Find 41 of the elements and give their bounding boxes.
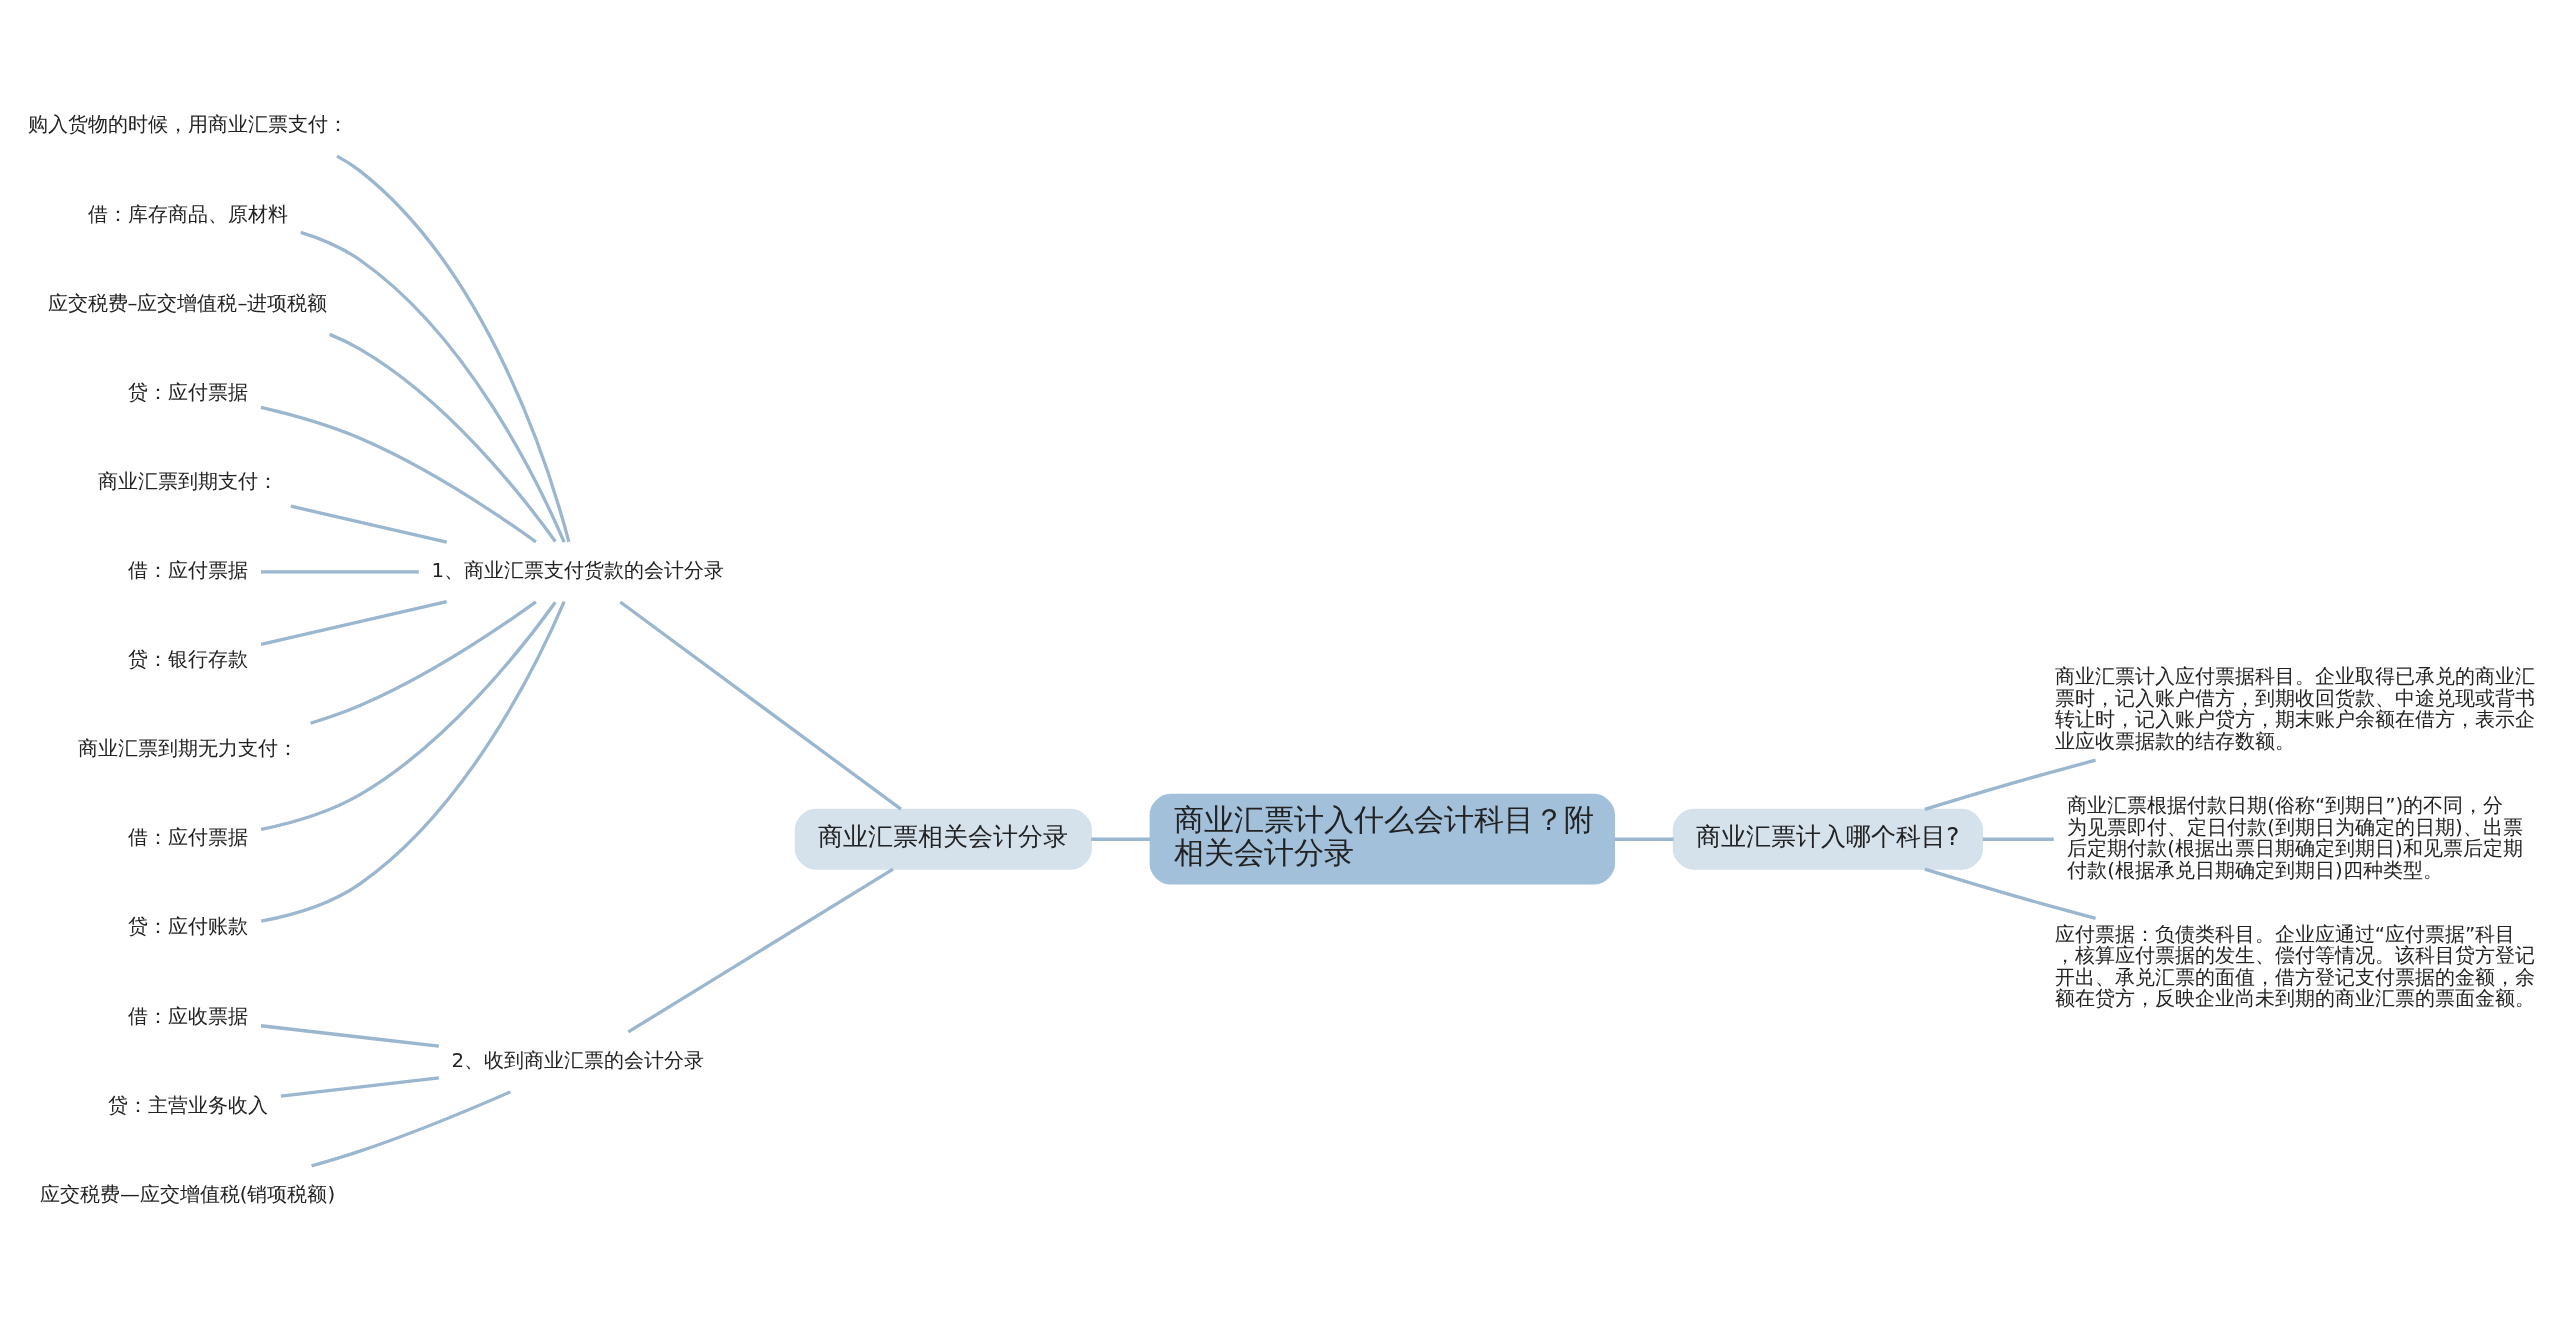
connector <box>260 600 557 831</box>
node-text: 商业汇票根据付款日期(俗称“到期日”)的不同，分为见票即付、定日付款(到期日为确定的日期)、出票后定期付款(根据出票日期确定到期日)和见票后定期付款(根据承兑日期确定到期日)四种类型。 <box>2067 793 2523 882</box>
node-text: 贷：应付账款 <box>127 914 248 938</box>
node-text: 商业汇票到期无力支付： <box>77 736 298 760</box>
node-text: 应交税费—应交增值税(销项税额) <box>39 1182 336 1206</box>
node-text: 应付票据：负债类科目。企业应通过“应付票据”科目，核算应付票据的发生、偿付等情况。该科目贷方登记开出、承兑汇票的面值，借方登记支付票据的金额，余额在贷方，反映企业尚未到期的商业汇票的票面金额。 <box>2054 922 2535 1010</box>
connector <box>260 600 566 923</box>
node-text: 2、收到商业汇票的会计分录 <box>451 1048 705 1072</box>
connector <box>280 1075 440 1098</box>
node-text: 借：库存商品、原材料 <box>87 202 288 226</box>
connector <box>261 569 419 574</box>
node-text: 1、商业汇票支付货款的会计分录 <box>431 558 725 582</box>
connector <box>290 504 448 544</box>
node-text: 借：应付票据 <box>127 825 248 849</box>
node-box: 商业汇票相关会计分录 <box>794 808 1092 870</box>
node-text: 贷：主营业务收入 <box>107 1093 268 1117</box>
connector <box>329 332 557 543</box>
connector <box>300 230 566 543</box>
node-box: 商业汇票计入什么会计科目？附相关会计分录 <box>1149 793 1615 885</box>
connector <box>260 599 448 646</box>
node-text: 应交税费–应交增值税–进项税额 <box>47 291 328 315</box>
connector <box>1091 837 1151 841</box>
connector <box>627 867 894 1033</box>
connector <box>1982 837 2054 841</box>
connector <box>260 1023 440 1048</box>
connector <box>311 1089 511 1168</box>
connector <box>619 600 902 811</box>
node-text: 商业汇票到期支付： <box>97 469 278 493</box>
node-text: 购入货物的时候，用商业汇票支付： <box>27 112 348 136</box>
connector <box>1924 758 2096 811</box>
node-text: 借：应付票据 <box>127 558 248 582</box>
node-box: 商业汇票计入哪个科目? <box>1672 808 1984 870</box>
connector <box>336 154 571 542</box>
node-text: 贷：银行存款 <box>127 647 248 671</box>
connector <box>260 405 537 543</box>
connector <box>310 600 537 725</box>
connector <box>1924 867 2096 920</box>
node-text: 借：应收票据 <box>127 1004 248 1028</box>
node-text: 贷：应付票据 <box>127 380 248 404</box>
node-text: 商业汇票计入应付票据科目。企业取得已承兑的商业汇票时，记入账户借方，到期收回货款、中途兑现或背书转让时，记入账户贷方，期末账户余额在借方，表示企业应收票据款的结存数额。 <box>2054 664 2535 753</box>
connector <box>1614 837 1674 841</box>
